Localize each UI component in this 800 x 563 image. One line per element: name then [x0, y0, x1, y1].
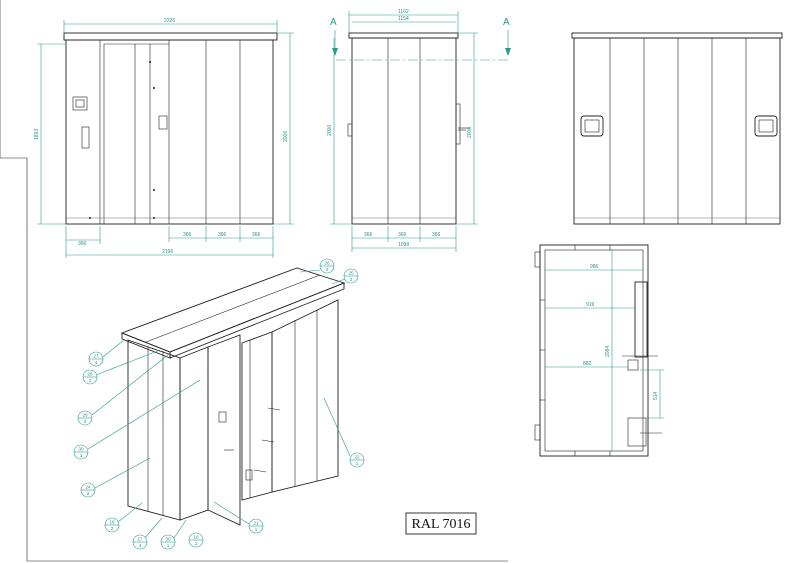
- side-body: [351, 37, 457, 225]
- rear-vent-left: [580, 115, 604, 137]
- callout-qty: 2: [350, 277, 353, 282]
- callout-number: 17: [137, 537, 143, 542]
- side-width-bottom: 1098: [398, 242, 409, 248]
- callout-bubble: 21 1: [248, 518, 264, 534]
- callout-bubble: 18 1: [188, 532, 204, 548]
- plan-dim-2: 919: [586, 302, 595, 308]
- plan-view: 986 919 882 2084 514: [534, 244, 664, 457]
- section-marker-right: A: [503, 17, 510, 28]
- iso-front-right: [271, 299, 339, 493]
- front-handle: [81, 126, 90, 149]
- callout-number: 25: [348, 271, 354, 276]
- callout-qty: 4: [139, 543, 142, 548]
- callout-bubble: 29 2: [77, 410, 93, 426]
- front-view: 2226 1893 2006 366 366 366 366 2196: [34, 18, 294, 258]
- plan-door-offset: 514: [653, 391, 659, 400]
- callout-qty: 2: [84, 419, 87, 424]
- plan-height: 2084: [605, 346, 611, 357]
- callout-qty: 1: [356, 461, 359, 466]
- front-roof: [63, 32, 278, 41]
- callout-bubble: 27 4: [88, 351, 104, 367]
- callout-qty: 2: [89, 378, 92, 383]
- iso-roof-top: [120, 267, 346, 353]
- callout-bubble: 28 2: [82, 369, 98, 385]
- color-code-box: RAL 7016: [405, 512, 477, 535]
- rear-body: [573, 37, 781, 225]
- side-height-left: 2000: [327, 125, 333, 136]
- front-panel-1: 366: [183, 232, 192, 238]
- callout-bubble: 17 4: [132, 534, 148, 550]
- side-width-inner: 1154: [398, 16, 409, 22]
- front-panel-left: 366: [78, 241, 87, 247]
- callout-qty: 2: [326, 267, 329, 272]
- section-marker-left: A: [330, 17, 337, 28]
- plan-lock: [627, 417, 647, 447]
- callout-number: 28: [87, 372, 93, 377]
- front-panel-3: 366: [252, 232, 261, 238]
- callout-number: 29: [82, 413, 88, 418]
- callout-number: 27: [93, 354, 99, 359]
- front-height-right: 2006: [283, 131, 289, 142]
- iso-left-side: [127, 339, 181, 521]
- front-height-left: 1893: [34, 129, 40, 140]
- callout-number: 24: [85, 485, 91, 490]
- callout-number: 21: [253, 521, 259, 526]
- side-panel-2: 366: [398, 232, 407, 238]
- callout-bubble: 26 2: [319, 258, 335, 274]
- callout-number: 18: [109, 520, 115, 525]
- isometric-view: 26 2 25 2 27 4 28 2 29 2: [73, 258, 365, 550]
- callout-qty: 1: [167, 543, 170, 548]
- rear-vent-right: [754, 115, 778, 137]
- side-panel-3: 366: [432, 232, 441, 238]
- front-width-bottom: 2196: [162, 249, 173, 255]
- callout-bubble: 24 2: [80, 482, 96, 498]
- callout-qty: 1: [80, 453, 83, 458]
- callout-bubble: 18 2: [104, 517, 120, 533]
- rear-view: [571, 32, 783, 225]
- side-height-right: 2006: [467, 127, 473, 138]
- plan-outline: [539, 244, 649, 457]
- callout-number: 22: [354, 455, 360, 460]
- callout-bubble: 25 2: [343, 268, 359, 284]
- iso-door: [241, 331, 273, 501]
- callout-bubble: 30 1: [73, 444, 89, 460]
- plan-dim-1: 986: [590, 264, 599, 270]
- side-width-outer: 1162: [398, 9, 409, 15]
- side-panel-1: 366: [364, 232, 373, 238]
- callout-bubble: 22 1: [349, 452, 365, 468]
- sheet-border: [0, 0, 508, 562]
- door-handle: [158, 115, 168, 130]
- callout-number: 26: [324, 261, 330, 266]
- rear-roof: [571, 32, 783, 39]
- side-roof: [348, 32, 459, 39]
- callout-bubble: 30 1: [160, 534, 176, 550]
- front-lock-plate: [72, 96, 88, 111]
- callout-number: 30: [78, 447, 84, 452]
- callout-qty: 1: [195, 541, 198, 546]
- callout-qty: 4: [95, 360, 98, 365]
- color-code-text: RAL 7016: [412, 517, 471, 532]
- front-width-top: 2226: [164, 18, 175, 24]
- callout-qty: 1: [255, 527, 258, 532]
- side-view: A A 1162 1154 2000 2006 366 366 366 1098: [327, 9, 511, 252]
- plan-door-frame: [634, 281, 648, 358]
- callout-number: 30: [165, 537, 171, 542]
- plan-dim-3: 882: [583, 361, 592, 367]
- callout-number: 18: [193, 535, 199, 540]
- front-body: [65, 39, 274, 225]
- callout-qty: 2: [87, 491, 90, 496]
- front-panel-2: 366: [218, 232, 227, 238]
- callout-qty: 2: [111, 526, 114, 531]
- iso-front-left: [179, 346, 209, 521]
